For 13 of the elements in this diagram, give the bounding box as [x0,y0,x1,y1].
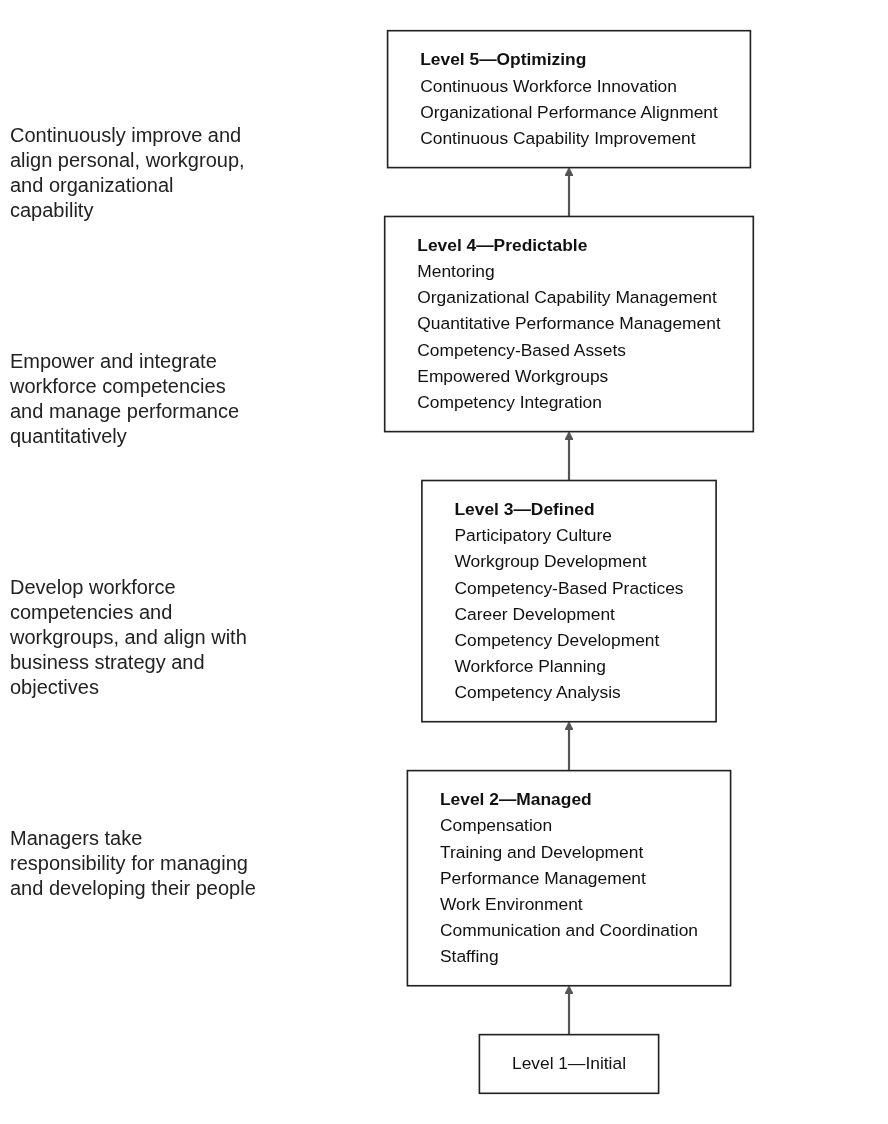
level-description: Develop workforce competencies and workgroups, and align with business strategy and objectives [10,575,248,700]
node-box: Level 4—Predictable Mentoring Organizational Capability Management Quantitative Performance Management Competency-Based Assets Empowered Workgroups Competency Integration [383,215,755,433]
node-box: Level 1—Initial [478,1033,660,1095]
arrow [564,431,574,481]
node-box: Level 3—Defined Participatory Culture Workgroup Development Competency-Based Practices Career Development Competency Development Workforce Planning Competency Analysis [421,479,717,723]
arrow [564,721,574,771]
arrow [564,985,574,1035]
level-description: Empower and integrate workforce competencies and manage performance quantitatively [10,349,241,449]
node-box: Level 5—Optimizing Continuous Workforce Innovation Organizational Performance Alignment Continuous Capability Improvement [386,29,752,169]
node-box: Level 2—Managed Compensation Training and Development Performance Management Work Environment Communication and Coordination Staffing [406,769,732,987]
level-description: Managers take responsibility for managing and developing their people [10,826,257,901]
arrow [564,167,574,217]
level-description: Continuously improve and align personal, workgroup, and organizational capability [10,123,246,223]
